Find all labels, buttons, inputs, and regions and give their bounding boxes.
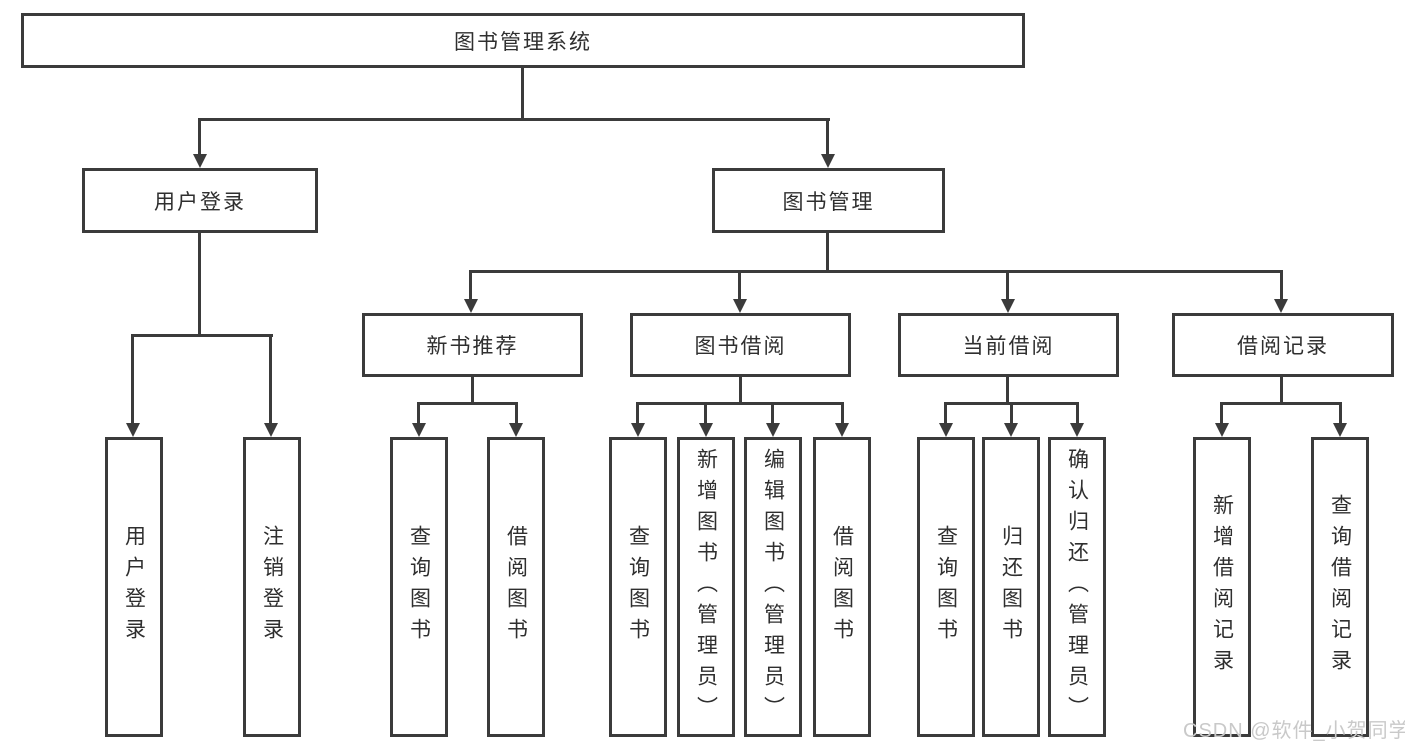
arrow-down-icon: [264, 423, 278, 437]
connector-borrow-stem: [739, 377, 742, 405]
connector-drop: [1076, 402, 1079, 423]
connector-drop: [1010, 402, 1013, 423]
node-user-login-label: 用户登录: [154, 190, 246, 214]
leaf-current-query: 查询图书: [917, 437, 975, 737]
connector-drop-book-mgmt: [826, 118, 829, 156]
node-book-management: 图书管理: [712, 168, 945, 233]
leaf-borrow-edit-admin: 编辑图书（管理员）: [744, 437, 802, 737]
leaf-records-add: 新增借阅记录: [1193, 437, 1251, 737]
node-current-borrow-label: 当前借阅: [962, 335, 1055, 358]
node-new-book-recommend: 新书推荐: [362, 313, 583, 377]
leaf-user-login: 用户登录: [105, 437, 163, 737]
connector-mgmt-hbar: [469, 270, 1283, 273]
connector-drop: [515, 402, 518, 423]
node-root: 图书管理系统: [21, 13, 1025, 68]
leaf-label: 注销登录: [260, 525, 284, 649]
arrow-down-icon: [412, 423, 426, 437]
connector-mgmt-stem: [826, 233, 829, 272]
connector-drop: [417, 402, 420, 423]
leaf-newbook-query: 查询图书: [390, 437, 448, 737]
connector-drop-leaf-login: [131, 334, 134, 423]
arrow-down-icon: [821, 154, 835, 168]
leaf-label: 确认归还（管理员）: [1065, 447, 1089, 727]
arrow-down-icon: [699, 423, 713, 437]
connector-drop-user-login: [198, 118, 201, 156]
connector-borrow-hbar: [636, 402, 844, 405]
leaf-label: 查询图书: [626, 525, 650, 649]
leaf-current-confirm-admin: 确认归还（管理员）: [1048, 437, 1106, 737]
connector-drop-records: [1280, 270, 1283, 300]
arrow-down-icon: [1070, 423, 1084, 437]
node-book-borrow-label: 图书借阅: [694, 335, 787, 358]
leaf-label: 查询图书: [934, 525, 958, 649]
leaf-user-logout: 注销登录: [243, 437, 301, 737]
arrow-down-icon: [1333, 423, 1347, 437]
connector-drop-current: [1006, 270, 1009, 300]
leaf-label: 新增图书（管理员）: [694, 447, 718, 727]
leaf-current-return: 归还图书: [982, 437, 1040, 737]
arrow-down-icon: [1215, 423, 1229, 437]
arrow-down-icon: [509, 423, 523, 437]
leaf-borrow-query: 查询图书: [609, 437, 667, 737]
node-book-borrow: 图书借阅: [630, 313, 851, 377]
node-root-label: 图书管理系统: [454, 30, 592, 54]
connector-user-stem: [198, 233, 201, 337]
arrow-down-icon: [1004, 423, 1018, 437]
leaf-newbook-borrow: 借阅图书: [487, 437, 545, 737]
connector-drop: [944, 402, 947, 423]
csdn-watermark: CSDN @软件_小贺同学: [1183, 720, 1405, 742]
connector-newbook-hbar: [417, 402, 518, 405]
arrow-down-icon: [464, 299, 478, 313]
connector-drop: [636, 402, 639, 423]
arrow-down-icon: [126, 423, 140, 437]
arrow-down-icon: [835, 423, 849, 437]
connector-current-stem: [1006, 377, 1009, 405]
connector-drop: [1339, 402, 1342, 423]
node-new-book-recommend-label: 新书推荐: [426, 335, 519, 358]
leaf-borrow-borrow: 借阅图书: [813, 437, 871, 737]
connector-user-hbar: [131, 334, 273, 337]
arrow-down-icon: [1274, 299, 1288, 313]
node-user-login: 用户登录: [82, 168, 318, 233]
leaf-borrow-add-admin: 新增图书（管理员）: [677, 437, 735, 737]
arrow-down-icon: [766, 423, 780, 437]
connector-drop: [1220, 402, 1223, 423]
connector-drop-new-book: [469, 270, 472, 300]
connector-newbook-stem: [471, 377, 474, 405]
leaf-label: 查询图书: [407, 525, 431, 649]
leaf-label: 用户登录: [122, 525, 146, 649]
connector-drop-borrow: [738, 270, 741, 300]
node-book-management-label: 图书管理: [782, 190, 875, 214]
arrow-down-icon: [193, 154, 207, 168]
node-borrow-records: 借阅记录: [1172, 313, 1394, 377]
leaf-label: 归还图书: [999, 525, 1023, 649]
node-borrow-records-label: 借阅记录: [1237, 335, 1329, 358]
connector-drop-leaf-logout: [269, 334, 272, 423]
leaf-label: 借阅图书: [504, 525, 528, 649]
arrow-down-icon: [1001, 299, 1015, 313]
arrow-down-icon: [733, 299, 747, 313]
connector-records-hbar: [1220, 402, 1342, 405]
leaf-label: 借阅图书: [830, 525, 854, 649]
arrow-down-icon: [631, 423, 645, 437]
leaf-label: 编辑图书（管理员）: [761, 447, 785, 727]
leaf-records-query: 查询借阅记录: [1311, 437, 1369, 737]
arrow-down-icon: [939, 423, 953, 437]
connector-root-hbar: [198, 118, 830, 121]
connector-drop: [841, 402, 844, 423]
node-current-borrow: 当前借阅: [898, 313, 1119, 377]
connector-drop: [704, 402, 707, 423]
connector-root-stem: [521, 68, 524, 120]
leaf-label: 新增借阅记录: [1210, 494, 1234, 680]
connector-drop: [771, 402, 774, 423]
leaf-label: 查询借阅记录: [1328, 494, 1352, 680]
connector-records-stem: [1280, 377, 1283, 405]
